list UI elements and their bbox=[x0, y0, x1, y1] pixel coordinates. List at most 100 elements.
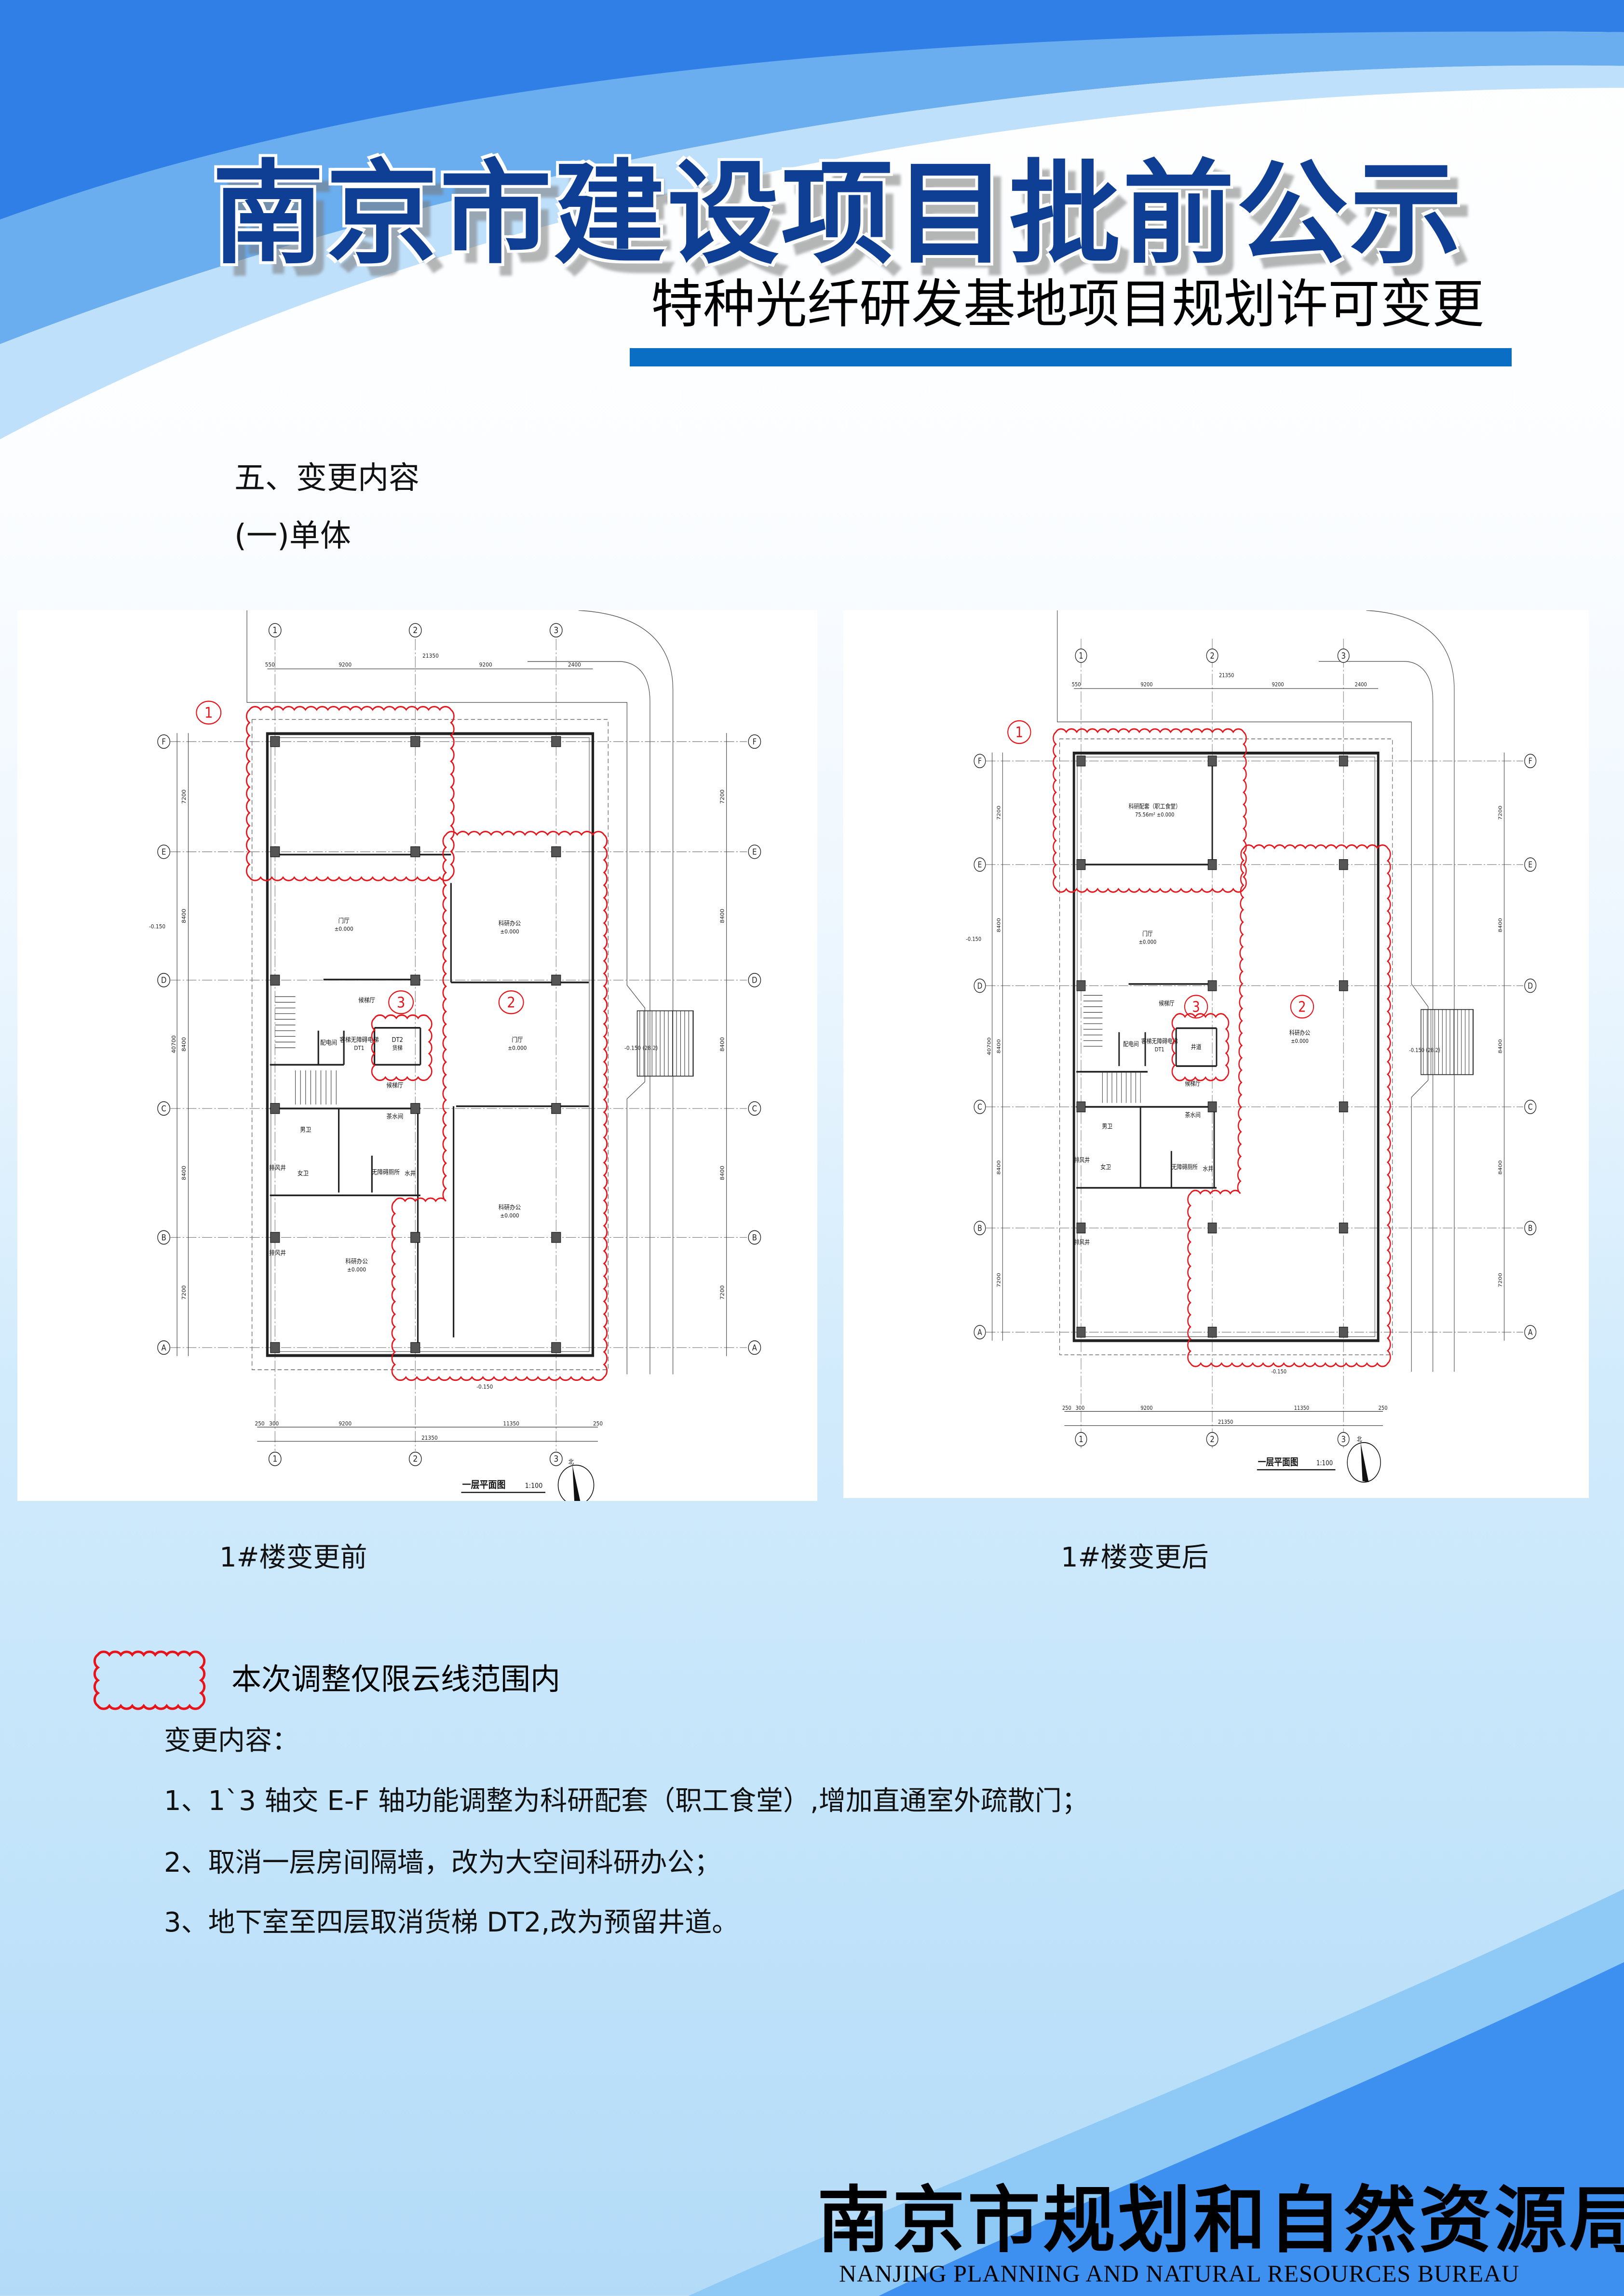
axis-bubble bbox=[1206, 648, 1218, 663]
room-level: DT1 bbox=[354, 1045, 364, 1052]
site-outline bbox=[246, 610, 674, 1375]
structural-column bbox=[1339, 1101, 1348, 1112]
changes-heading: 变更内容： bbox=[164, 1725, 299, 1756]
dimension-label: 21350 bbox=[1219, 672, 1234, 679]
room-level: ±0.000 bbox=[335, 926, 353, 932]
axis-bubble bbox=[268, 623, 282, 638]
drawing-title: 一层平面图 bbox=[462, 1479, 506, 1490]
room-level: ±0.000 bbox=[1291, 1038, 1309, 1044]
axis-bubble bbox=[408, 1451, 422, 1466]
core-stair bbox=[275, 996, 337, 1105]
stair-outline bbox=[636, 1010, 694, 1077]
room-level: ±0.000 bbox=[1139, 939, 1157, 945]
axis-label: F bbox=[1529, 756, 1532, 766]
room-name: 客梯无障碍电梯 bbox=[339, 1036, 379, 1044]
room-name: 配电间 bbox=[1123, 1040, 1138, 1048]
axis-bubble bbox=[157, 972, 171, 987]
dimension-label: 8400 bbox=[181, 1037, 187, 1052]
room-name: 科研办公 bbox=[499, 1203, 521, 1211]
axis-label: C bbox=[1528, 1102, 1533, 1111]
dimension-label: 2400 bbox=[1355, 681, 1367, 688]
change-item-3: 3、地下室至四层取消货梯 DT2,改为预留井道。 bbox=[164, 1907, 739, 1938]
stair-outline bbox=[1421, 1009, 1474, 1075]
room-name: 客梯无障碍电梯 bbox=[1141, 1038, 1178, 1045]
axis-bubble bbox=[1075, 1432, 1087, 1446]
north-arrow-icon bbox=[1360, 1442, 1369, 1483]
dimension-label: 8400 bbox=[181, 1166, 187, 1180]
axis-label: 2 bbox=[413, 625, 418, 635]
axis-bubble bbox=[1075, 648, 1087, 663]
room-name: 男卫 bbox=[1102, 1122, 1112, 1130]
axis-bubble bbox=[748, 1340, 761, 1355]
axis-label: E bbox=[752, 847, 757, 857]
building-setback-line bbox=[1059, 738, 1393, 1355]
structural-column bbox=[270, 1232, 280, 1243]
axis-label: A bbox=[1528, 1328, 1533, 1337]
axis-label: 2 bbox=[413, 1454, 418, 1464]
axis-bubble bbox=[268, 1451, 282, 1466]
axis-bubble bbox=[1524, 978, 1537, 993]
elevation-label: -0.150 (28.2) bbox=[624, 1045, 658, 1052]
core-stair bbox=[1083, 995, 1141, 1103]
dimension-label: 9200 bbox=[479, 662, 492, 668]
revision-cloud-3 bbox=[371, 1014, 433, 1081]
axis-bubble bbox=[974, 1221, 986, 1235]
axis-label: B bbox=[162, 1233, 166, 1243]
room-name: 科研配套（职工食堂） bbox=[1129, 803, 1181, 810]
dimension-label: 8400 bbox=[1497, 918, 1503, 932]
room-name: 门厅 bbox=[1142, 930, 1153, 937]
dimension-label: 8400 bbox=[719, 1166, 725, 1180]
exterior-wall-inner bbox=[1077, 756, 1375, 1337]
room-name: DT2 bbox=[392, 1037, 403, 1044]
axis-bubble bbox=[1524, 1325, 1537, 1339]
structural-column bbox=[551, 736, 561, 747]
axis-label: F bbox=[753, 737, 757, 746]
cloud-tag-number: 2 bbox=[507, 994, 515, 1011]
page-title: 南京市建设项目批前公示 bbox=[212, 149, 1464, 279]
dimension-label: 40700 bbox=[987, 1037, 992, 1055]
structural-column bbox=[410, 1103, 420, 1114]
dimension-label: 8400 bbox=[181, 909, 187, 923]
room-level: DT1 bbox=[1155, 1046, 1164, 1053]
axis-label: D bbox=[977, 981, 983, 990]
change-item-2: 2、取消一层房间隔墙，改为大空间科研办公； bbox=[164, 1847, 721, 1878]
room-name: 茶水间 bbox=[387, 1113, 404, 1121]
structural-column bbox=[410, 1342, 420, 1353]
dimension-label: 250 bbox=[1379, 1405, 1388, 1411]
axis-bubble bbox=[1206, 1432, 1218, 1446]
structural-column bbox=[270, 846, 280, 857]
dimension-label: 550 bbox=[265, 662, 275, 668]
room-level: 货梯 bbox=[392, 1044, 403, 1052]
axis-bubble bbox=[1524, 857, 1537, 872]
dimension-label: 9200 bbox=[1141, 1405, 1153, 1411]
room-name: 候梯厅 bbox=[387, 1082, 404, 1089]
axis-bubble bbox=[974, 754, 986, 769]
dimension-label: 40700 bbox=[171, 1035, 177, 1053]
dimension-label: 7200 bbox=[719, 1285, 725, 1300]
exterior-stair bbox=[1421, 1009, 1474, 1075]
dimension-label: 9200 bbox=[1272, 681, 1284, 688]
drawing-scale: 1:100 bbox=[1316, 1459, 1333, 1467]
bureau-name-en: NANJING PLANNING AND NATURAL RESOURCES B… bbox=[839, 2260, 1520, 2287]
axis-label: 1 bbox=[272, 625, 277, 635]
north-label: 北 bbox=[1357, 1436, 1362, 1443]
dimension-label: 8400 bbox=[996, 1039, 1001, 1053]
room-name: 门厅 bbox=[512, 1036, 523, 1044]
revision-cloud-2 bbox=[1187, 844, 1391, 1367]
room-name: 男卫 bbox=[300, 1126, 311, 1134]
structural-column bbox=[410, 736, 420, 747]
structural-column bbox=[1076, 859, 1086, 870]
axis-bubble bbox=[157, 1101, 171, 1116]
axis-label: E bbox=[978, 860, 982, 869]
axis-label: C bbox=[752, 1104, 757, 1113]
plan-caption-before: 1#楼变更前 bbox=[219, 1542, 367, 1573]
dimension-label: 8400 bbox=[996, 918, 1001, 932]
dimension-label: 7200 bbox=[181, 1285, 187, 1300]
room-name: 候梯厅 bbox=[1185, 1080, 1201, 1087]
dimension-label: 8400 bbox=[719, 909, 725, 923]
structural-column bbox=[410, 846, 420, 857]
structural-column bbox=[1339, 1222, 1348, 1234]
structural-column bbox=[1207, 1222, 1217, 1234]
